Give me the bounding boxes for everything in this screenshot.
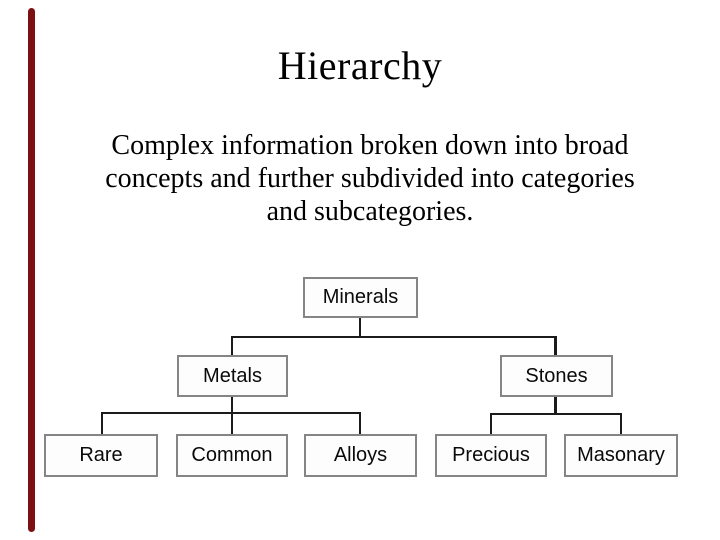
node-alloys-label: Alloys bbox=[333, 444, 388, 466]
node-rare: Rare bbox=[44, 434, 158, 477]
node-common-label: Common bbox=[191, 444, 273, 466]
connector-metals-down bbox=[231, 396, 233, 413]
node-minerals: Minerals bbox=[303, 277, 418, 318]
node-precious-label: Precious bbox=[452, 444, 530, 466]
slide-description: Complex information broken down into bro… bbox=[30, 129, 710, 228]
connector-alloys-down bbox=[359, 413, 361, 434]
node-common: Common bbox=[176, 434, 288, 477]
connector-rare-down bbox=[101, 413, 103, 434]
accent-bar bbox=[28, 8, 35, 532]
connector-main-horizontal bbox=[231, 336, 557, 338]
node-masonary: Masonary bbox=[564, 434, 678, 477]
connector-stones-down bbox=[554, 396, 557, 414]
node-precious: Precious bbox=[435, 434, 547, 477]
connector-precious-down bbox=[490, 414, 492, 434]
node-alloys: Alloys bbox=[304, 434, 417, 477]
node-stones-label: Stones bbox=[525, 364, 588, 387]
description-line-2: concepts and further subdivided into cat… bbox=[105, 163, 635, 194]
node-metals: Metals bbox=[177, 355, 288, 397]
connector-stones-top bbox=[554, 337, 557, 355]
node-masonary-label: Masonary bbox=[577, 444, 665, 466]
description-line-1: Complex information broken down into bro… bbox=[111, 130, 629, 161]
connector-right-horizontal bbox=[490, 413, 622, 415]
description-line-3: and subcategories. bbox=[266, 196, 474, 227]
slide-title: Hierarchy bbox=[277, 43, 443, 88]
connector-metals-top bbox=[231, 337, 233, 355]
connector-common-down bbox=[231, 413, 233, 434]
node-minerals-label: Minerals bbox=[322, 286, 399, 308]
node-stones: Stones bbox=[500, 355, 613, 397]
node-rare-label: Rare bbox=[79, 444, 123, 466]
connector-masonary-down bbox=[620, 414, 622, 434]
connector-root-down bbox=[359, 317, 361, 337]
node-metals-label: Metals bbox=[203, 364, 262, 387]
